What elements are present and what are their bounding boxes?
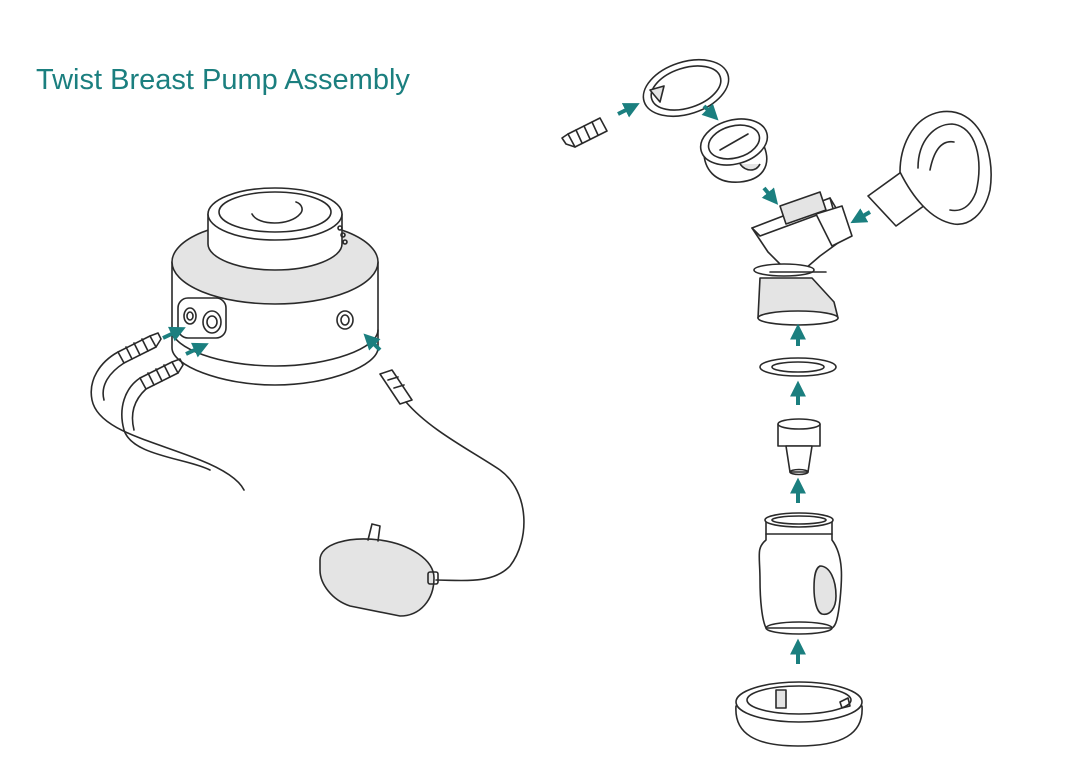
bottle-stand — [735, 681, 863, 747]
pump-motor-unit — [171, 187, 379, 386]
valve-membrane — [642, 58, 730, 118]
assembly-arrows-right — [617, 103, 871, 664]
sealing-ring — [759, 357, 837, 377]
bottle — [758, 512, 843, 635]
tube-connector-2 — [121, 358, 211, 471]
assembly-arrows-left — [162, 326, 382, 358]
tube-connector-1 — [90, 332, 245, 491]
pump-body — [751, 191, 853, 326]
breast-shield — [867, 110, 992, 227]
page-title: Twist Breast Pump Assembly — [36, 64, 410, 96]
power-adapter — [319, 369, 525, 617]
duckbill-valve — [699, 118, 769, 183]
valve — [777, 418, 821, 476]
tube-connector-3 — [561, 117, 608, 148]
